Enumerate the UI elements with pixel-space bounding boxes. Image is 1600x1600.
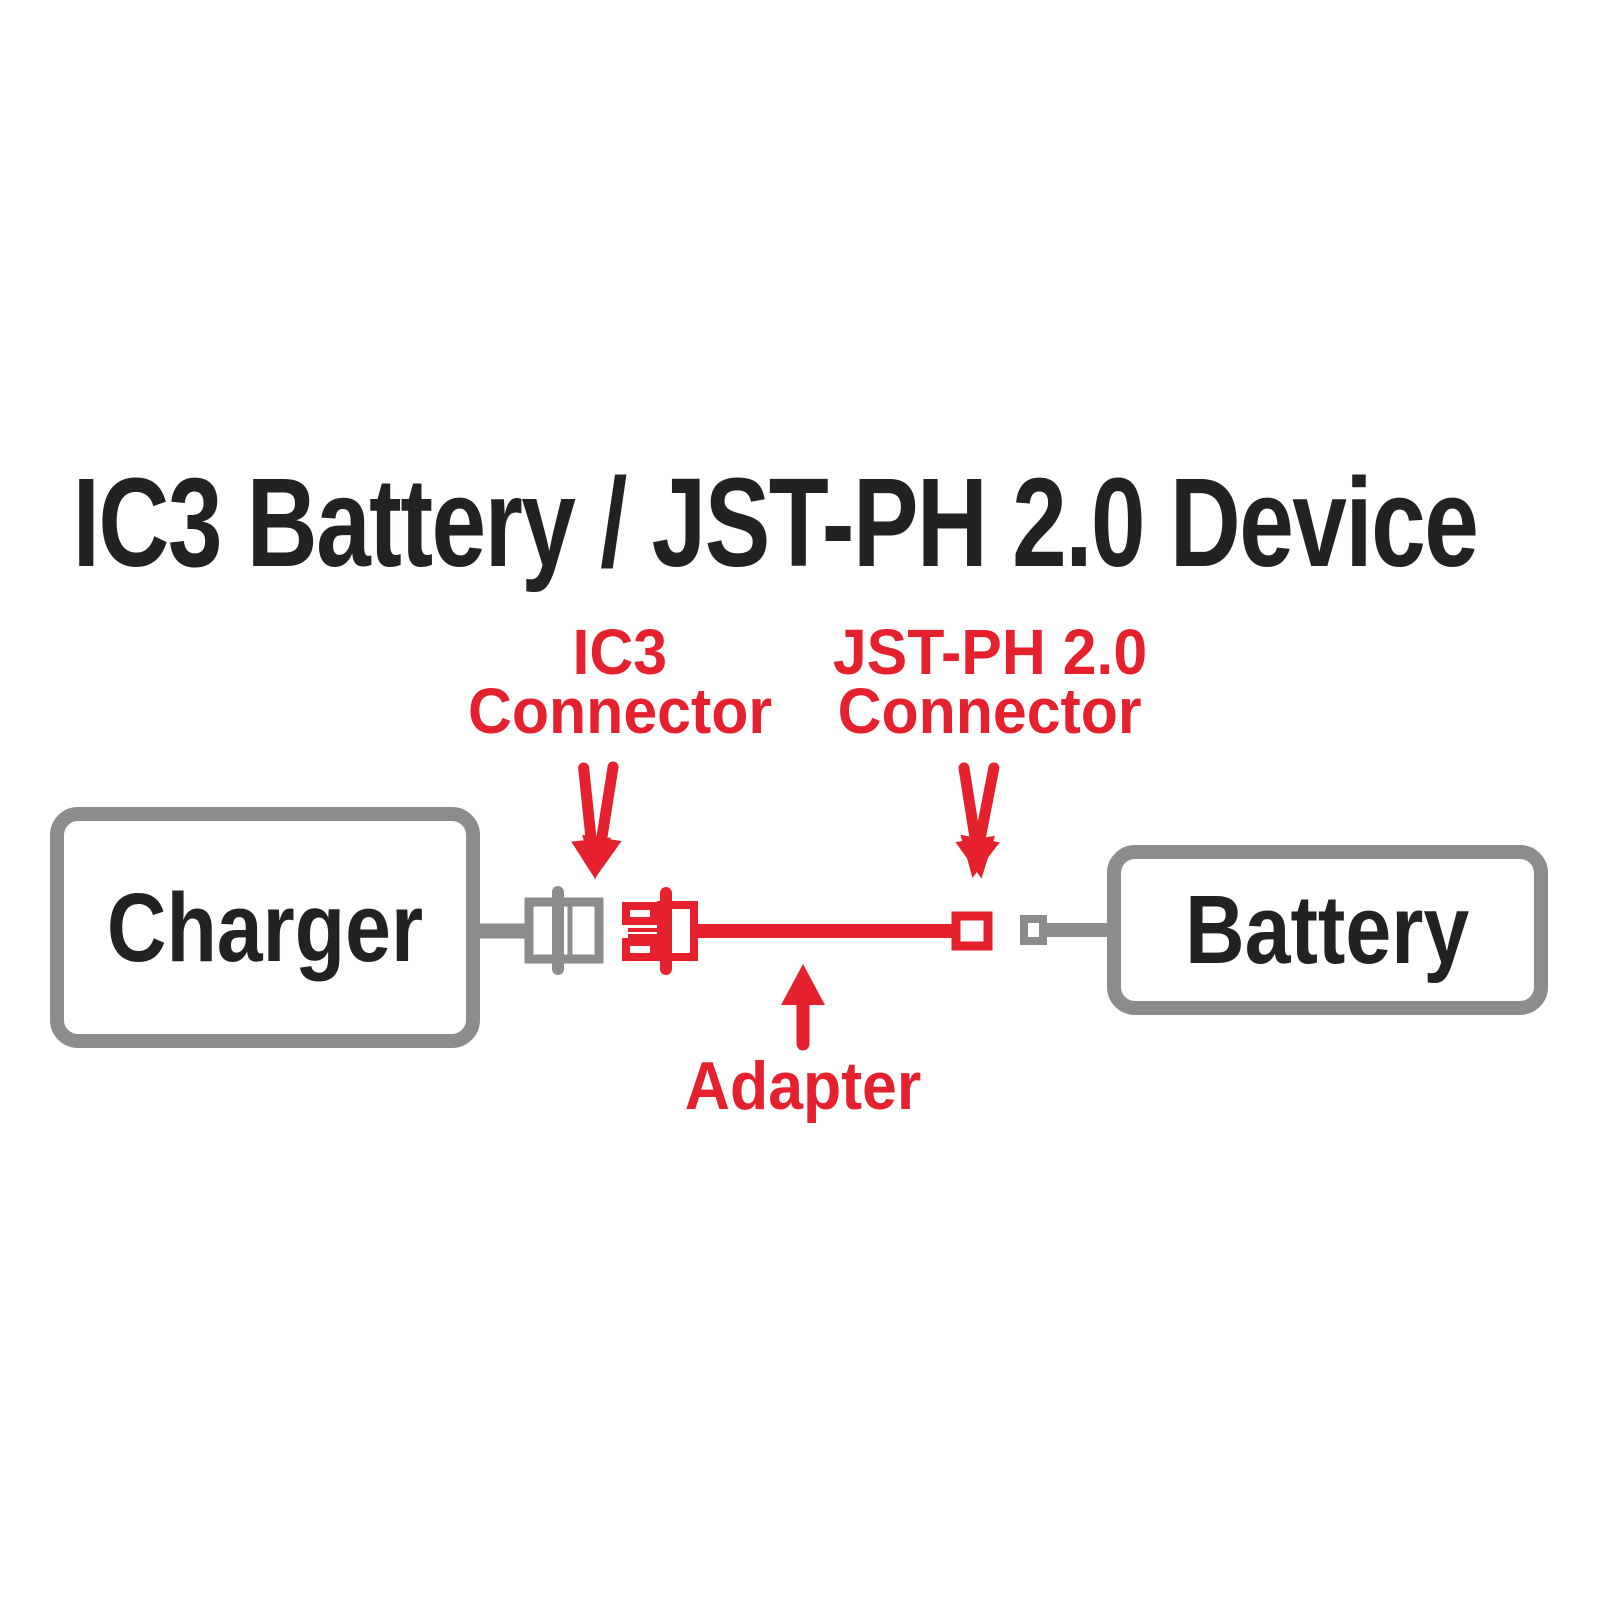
page-title-text: IC3 Battery / JST-PH 2.0 Device xyxy=(72,452,1479,593)
jst-connector-label-line1: JST-PH 2.0 xyxy=(832,616,1148,688)
up-arrow-icon xyxy=(781,964,825,1051)
ic3-connector-label: IC3 Connector xyxy=(460,616,780,747)
charger-node-label: Charger xyxy=(106,872,424,982)
jst-ph-gray-connector-icon xyxy=(1020,915,1112,945)
page-title: IC3 Battery / JST-PH 2.0 Device xyxy=(0,458,1600,588)
adapter-label: Adapter xyxy=(684,1048,922,1124)
ic3-connector-label-line1: IC3 xyxy=(572,616,668,688)
charger-node: Charger xyxy=(50,807,480,1048)
ic3-connector-label-line2: Connector xyxy=(468,675,772,747)
jst-ph-red-connector-icon xyxy=(951,911,993,951)
battery-node-label: Battery xyxy=(1185,875,1470,984)
battery-node: Battery xyxy=(1107,845,1548,1015)
jst-connector-label: JST-PH 2.0 Connector xyxy=(825,616,1156,747)
ic3-red-connector-icon xyxy=(622,887,698,975)
ic3-gray-connector-icon xyxy=(524,886,604,975)
jst-connector-label-line2: Connector xyxy=(838,675,1142,747)
